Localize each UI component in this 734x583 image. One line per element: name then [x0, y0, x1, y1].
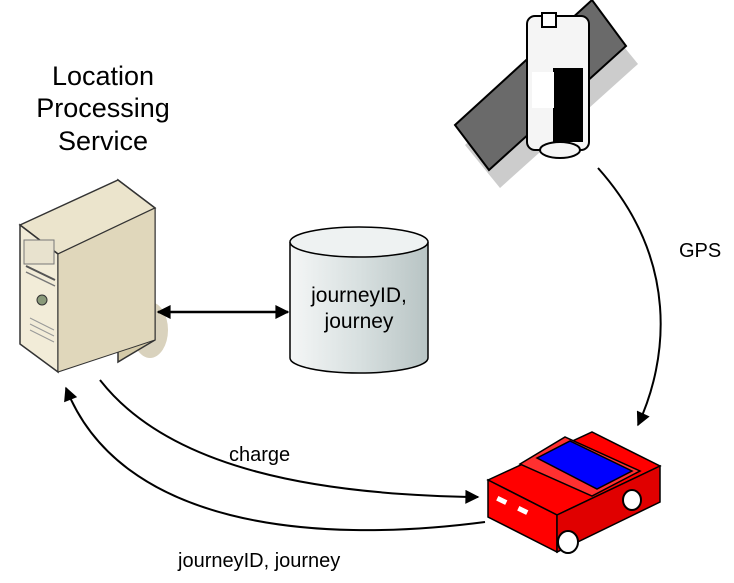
database-icon [289, 226, 429, 374]
satellite-icon [453, 0, 638, 188]
gps-arrow [597, 167, 662, 427]
car-icon [486, 431, 662, 554]
database-label-line: journeyID, [311, 284, 407, 307]
service-title-line: Location [51, 61, 155, 91]
service-title-line: Service [57, 125, 149, 156]
journey-arrow [64, 386, 486, 532]
database-label: journeyID, journey [290, 283, 428, 336]
charge-label: charge [229, 444, 291, 466]
service-title: Location Processing Service [0, 60, 206, 157]
journey-label: journeyID, journey [178, 550, 341, 572]
gps-label: GPS [679, 240, 722, 262]
service-title-line: Processing [36, 93, 170, 124]
charge-arrow [99, 379, 480, 504]
server-icon [18, 178, 168, 374]
database-label-line: journey [324, 310, 394, 334]
